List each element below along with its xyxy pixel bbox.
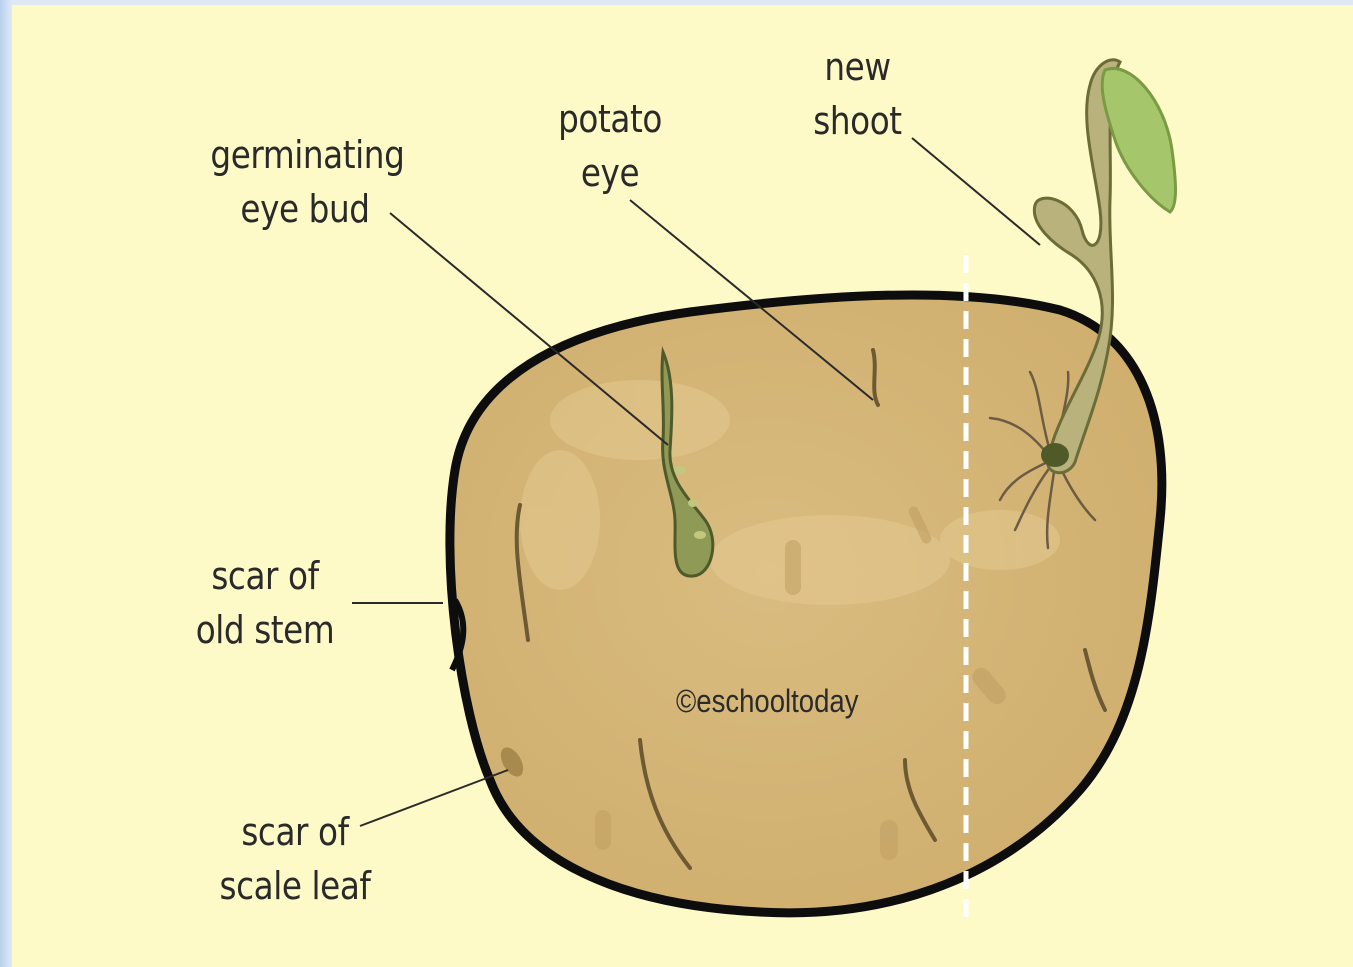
label-eye-bud-line-2: eye bud bbox=[210, 182, 399, 236]
label-old-stem-line-2: old stem bbox=[192, 603, 338, 657]
label-scar-scale-leaf: scar of scale leaf bbox=[209, 805, 381, 913]
label-scale-leaf-line-2: scale leaf bbox=[209, 859, 381, 913]
label-shoot-line-2: shoot bbox=[799, 94, 915, 148]
watermark-text: ©eschooltoday bbox=[676, 683, 858, 720]
label-new-line-1: new bbox=[799, 40, 915, 94]
label-eye-line-2: eye bbox=[550, 146, 670, 200]
new-shoot-leaf bbox=[1102, 68, 1175, 212]
label-new-shoot: new shoot bbox=[799, 40, 915, 148]
label-scar-of-line-1: scar of bbox=[209, 805, 381, 859]
leader-line-scar-scale-leaf bbox=[360, 770, 508, 826]
label-germinating-line-1: germinating bbox=[210, 128, 399, 182]
label-potato-eye: potato eye bbox=[550, 92, 670, 200]
label-scar-of-line-1: scar of bbox=[192, 549, 338, 603]
shoot-base bbox=[1041, 443, 1069, 467]
leader-line-new-shoot bbox=[912, 138, 1040, 245]
label-scar-old-stem: scar of old stem bbox=[192, 549, 338, 657]
label-potato-line-1: potato bbox=[550, 92, 670, 146]
label-germinating-eye-bud: germinating eye bud bbox=[210, 128, 399, 236]
